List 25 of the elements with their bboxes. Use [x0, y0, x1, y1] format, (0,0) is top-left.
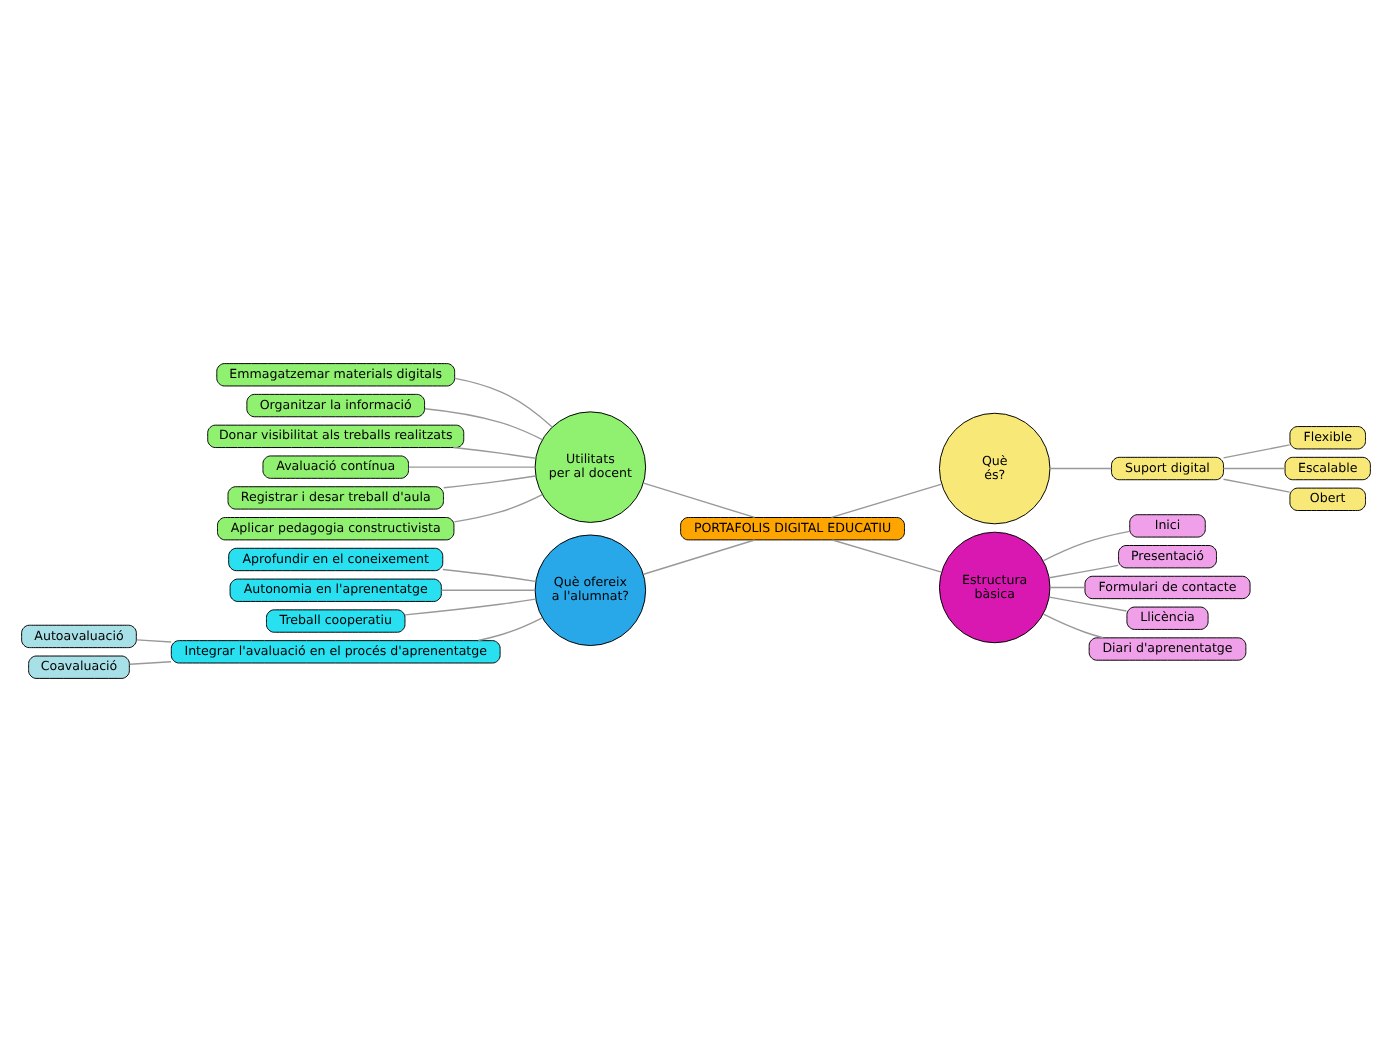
connector [1049, 585, 1086, 588]
connector [1222, 477, 1291, 492]
connector [642, 538, 756, 574]
connector [1048, 563, 1119, 578]
connector [442, 567, 537, 582]
connector [129, 660, 172, 664]
connector [440, 588, 536, 590]
connector [477, 616, 544, 641]
connector [1222, 443, 1291, 458]
connector [830, 482, 943, 518]
connector [1042, 612, 1104, 638]
connector [454, 376, 553, 427]
connector [404, 597, 537, 615]
connector [136, 638, 172, 642]
connector [1042, 529, 1131, 561]
connector [443, 474, 537, 488]
connector [1048, 595, 1128, 611]
connector [1222, 466, 1286, 469]
connector [407, 465, 536, 467]
connector [452, 445, 537, 458]
connector [424, 407, 544, 440]
connector [453, 492, 544, 522]
connector [642, 481, 756, 518]
connector [831, 538, 943, 572]
connector [1049, 466, 1112, 469]
